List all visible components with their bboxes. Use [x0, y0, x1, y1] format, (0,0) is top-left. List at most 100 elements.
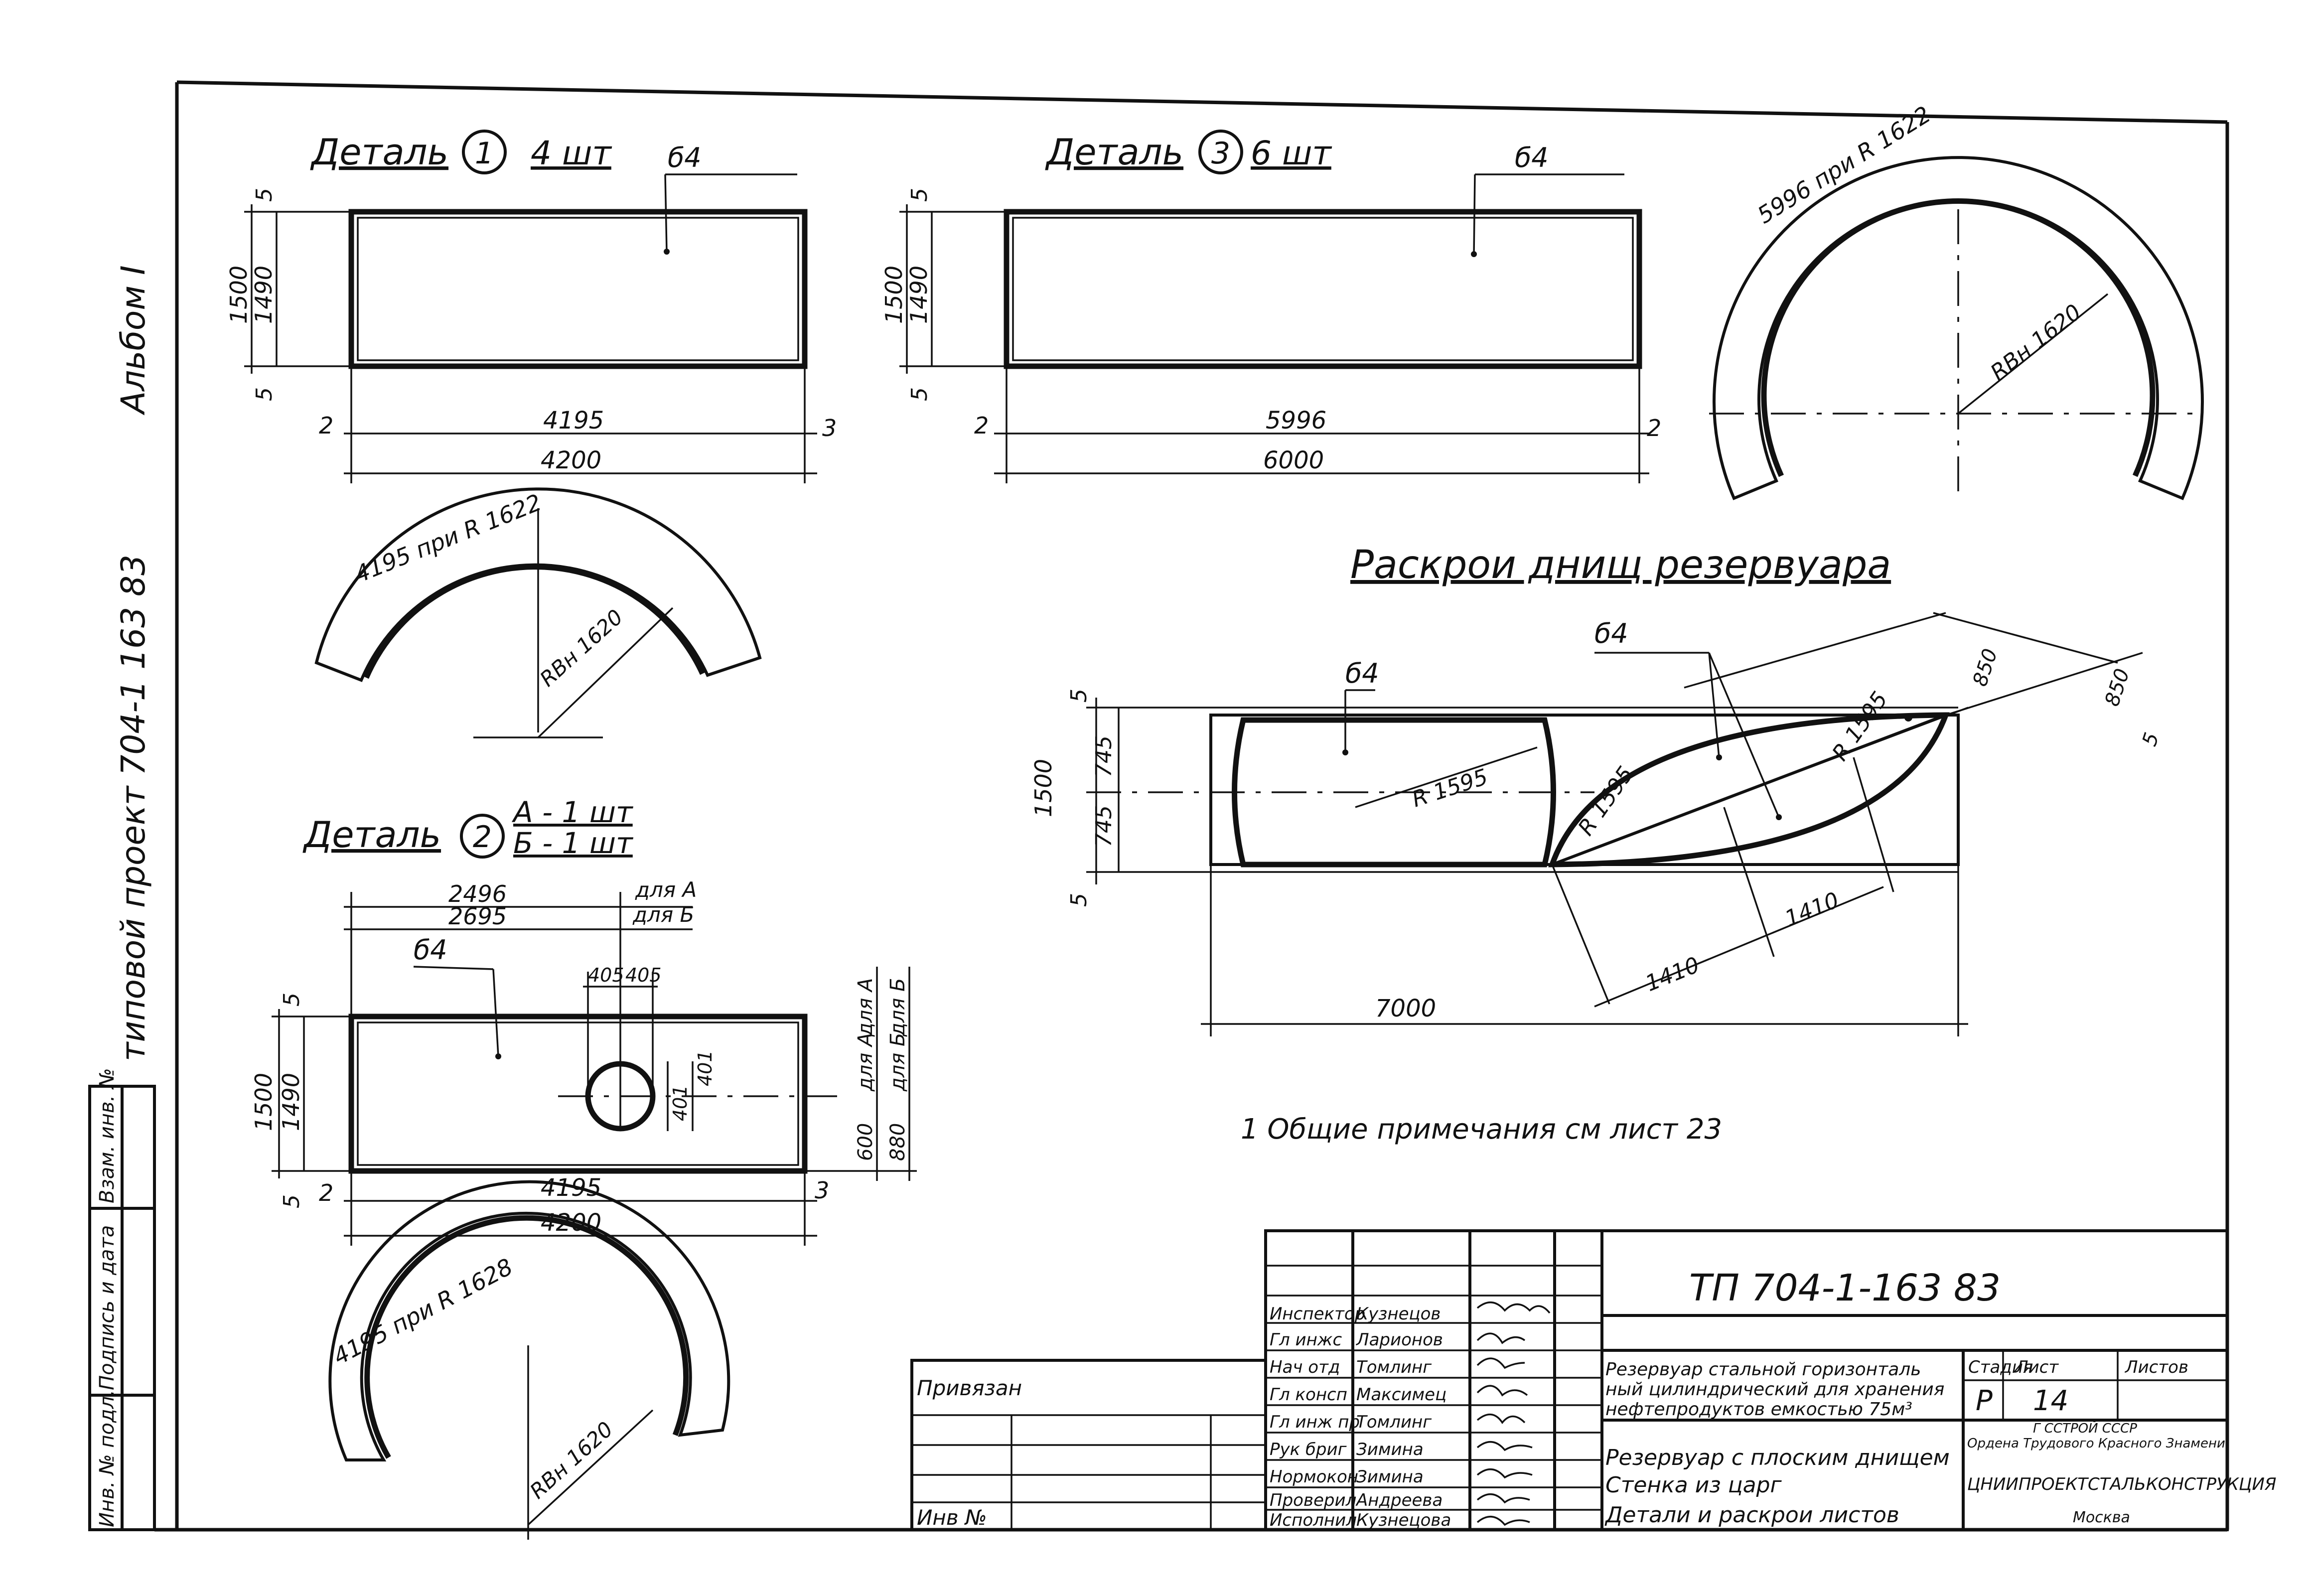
detail-3-number: 3 [1211, 136, 1230, 171]
detail-2-title: Деталь [302, 814, 441, 856]
svg-text:для Б: для Б [886, 978, 909, 1037]
name-4: Максимец [1356, 1385, 1446, 1405]
detail-2-qty-b: Б - 1 шт [513, 826, 634, 860]
org-line-1: Г ССТРОЙ СССР [2033, 1420, 2137, 1436]
general-note: 1 Общие примечания см лист 23 [1241, 1113, 1722, 1146]
svg-text:1410: 1410 [1781, 887, 1843, 932]
object-line-2: ный цилиндрический для хранения [1605, 1379, 1944, 1400]
sheets-label: Листов [2124, 1357, 2188, 1377]
detail-3-qty: 6 шт [1251, 134, 1332, 172]
svg-text:880: 880 [886, 1123, 909, 1161]
signatures [1476, 1301, 1551, 1526]
name-9: Кузнецова [1356, 1510, 1451, 1530]
sheet-value: 14 [2033, 1385, 2068, 1417]
stamp-cell-replace: Взам. инв. № [96, 1068, 119, 1203]
cutting-title: Раскрои днищ резервуара [1350, 543, 1891, 587]
svg-text:7000: 7000 [1375, 995, 1436, 1022]
arc-2-note: 4195 при R 1628 [329, 1253, 517, 1370]
doc-code: ТП 704-1-163 83 [1689, 1267, 2001, 1309]
svg-text:2496: 2496 [448, 880, 507, 907]
svg-text:600: 600 [854, 1123, 877, 1161]
privyazan-label: Привязан [917, 1376, 1022, 1400]
arc-1-note: 4195 при R 1622 [351, 489, 545, 588]
stage-label: Стадия [1968, 1357, 2033, 1377]
inv-label: Инв № [917, 1505, 987, 1530]
svg-text:745: 745 [1091, 805, 1117, 847]
detail-1-title: Деталь [310, 131, 448, 173]
svg-text:1410: 1410 [1642, 952, 1703, 997]
svg-text:1490: 1490 [250, 266, 277, 324]
stage-value: Р [1976, 1385, 1993, 1417]
arc-1: 4195 при R 1622 RВн 1620 [314, 487, 762, 738]
svg-text:2: 2 [319, 412, 333, 439]
object-line-3: нефтепродуктов емкостью 75м³ [1605, 1399, 1912, 1420]
detail-3-title: Деталь [1045, 131, 1183, 173]
detail-3-arc: 5996 при R 1622 RВн 1620 [1709, 101, 2204, 500]
stamp-cell-signature: Подпись и дата [96, 1225, 119, 1390]
svg-text:5: 5 [1066, 893, 1092, 907]
cutting-thickness-left: б4 [1345, 658, 1379, 689]
svg-text:для А: для А [854, 978, 877, 1037]
detail-1: Деталь 1 4 шт б4 5 1500 1490 5 2 4195 3 … [225, 130, 837, 483]
subject-line-3: Детали и раскрои листов [1604, 1502, 1899, 1528]
subject-line-1: Резервуар с плоским днищем [1605, 1445, 1950, 1470]
svg-text:1500: 1500 [880, 266, 907, 324]
role-9: Исполнил [1270, 1510, 1357, 1530]
svg-text:401: 401 [694, 1050, 716, 1086]
svg-text:405: 405 [588, 964, 624, 986]
name-2: Ларионов [1355, 1330, 1443, 1350]
detail-2-qty-a: А - 1 шт [511, 795, 634, 829]
svg-text:R 1595: R 1595 [1409, 764, 1491, 813]
svg-text:1500: 1500 [225, 266, 252, 324]
svg-text:1490: 1490 [278, 1073, 304, 1131]
name-3: Томлинг [1356, 1357, 1432, 1377]
svg-text:5: 5 [279, 993, 304, 1007]
svg-text:2: 2 [1647, 415, 1661, 441]
title-block: Инспектор Гл инжс Нач отд Гл консп Гл ин… [910, 1229, 2277, 1531]
svg-text:для Б: для Б [632, 902, 694, 927]
detail-3-thickness: б4 [1515, 142, 1549, 173]
org-line-2: Ордена Трудового Красного Знамени [1967, 1436, 2225, 1451]
object-line-1: Резервуар стальной горизонталь [1605, 1359, 1921, 1380]
role-6: Рук бриг [1270, 1440, 1347, 1459]
name-1: Кузнецов [1356, 1304, 1441, 1324]
svg-text:401: 401 [669, 1085, 691, 1121]
name-8: Андреева [1355, 1490, 1443, 1510]
svg-text:R 1595: R 1595 [1573, 762, 1639, 840]
svg-text:5996: 5996 [1266, 407, 1326, 435]
role-2: Гл инжс [1270, 1330, 1342, 1350]
svg-text:2: 2 [974, 412, 989, 439]
name-5: Томлинг [1356, 1412, 1432, 1432]
svg-text:для Б: для Б [886, 1033, 909, 1092]
arc-2-radius: RВн 1620 [525, 1417, 618, 1503]
svg-text:405: 405 [625, 964, 662, 986]
name-7: Зимина [1356, 1467, 1424, 1487]
svg-text:1500: 1500 [250, 1073, 277, 1131]
org-line-4: Москва [2073, 1509, 2130, 1526]
svg-text:4200: 4200 [541, 446, 601, 474]
svg-text:5: 5 [252, 387, 277, 401]
svg-text:для А: для А [854, 1033, 877, 1092]
side-project-label: типовой проект 704-1 163 83 [114, 555, 152, 1061]
subject-line-2: Стенка из царг [1605, 1472, 1782, 1498]
svg-text:4195: 4195 [541, 1174, 601, 1202]
sheet-label: Лист [2015, 1357, 2059, 1377]
stamp-cell-inv-podl: Инв. № подл. [96, 1390, 119, 1527]
role-7: Нормокон [1270, 1467, 1358, 1487]
side-stamp: Инв. № подл. Подпись и дата Взам. инв. №… [88, 265, 156, 1531]
svg-text:для А: для А [635, 877, 697, 902]
role-5: Гл инж пр [1270, 1412, 1360, 1432]
svg-text:4195: 4195 [543, 407, 604, 435]
svg-text:745: 745 [1091, 735, 1117, 777]
detail-1-thickness: б4 [668, 142, 702, 173]
detail-1-number: 1 [475, 136, 494, 171]
name-6: Зимина [1356, 1440, 1424, 1459]
detail-2: Деталь 2 А - 1 шт Б - 1 шт 405 405 401 4… [250, 795, 917, 1246]
role-4: Гл консп [1270, 1385, 1347, 1405]
drawing-frame [154, 80, 2229, 1532]
detail-3: Деталь 3 6 шт б4 5 1500 1490 5 2 5996 2 … [880, 101, 2204, 500]
detail-1-qty: 4 шт [531, 134, 612, 172]
org-line-3: ЦНИИПРОЕКТСТАЛЬКОНСТРУКЦИЯ [1967, 1474, 2277, 1494]
side-album-label: Альбом I [114, 265, 152, 416]
